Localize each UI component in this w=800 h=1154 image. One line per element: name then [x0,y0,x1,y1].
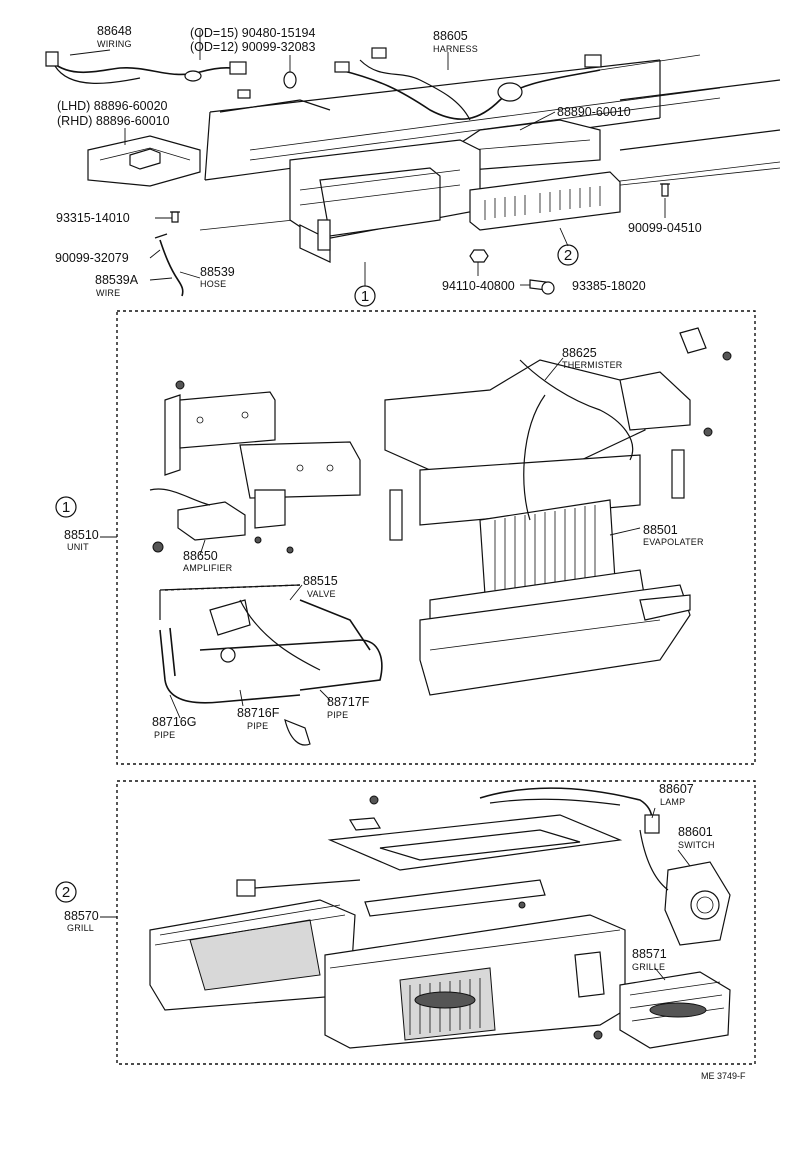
part-name-unit: UNIT [67,542,89,552]
part-number-93315: 93315-14010 [56,211,130,225]
part-number-88890: 88890-60010 [557,105,631,119]
part-name-grille: GRILLE [632,962,665,972]
section-1-labels: 88625 THERMISTER 88510 UNIT 88501 EVAPOL… [55,346,704,740]
callout-1-top: 1 [354,285,376,307]
part-number-88570: 88570 [64,909,99,923]
part-name-pipe-f: PIPE [247,721,268,731]
part-name-grill: GRILL [67,923,94,933]
part-number-93385: 93385-18020 [572,279,646,293]
part-number-90099-32079: 90099-32079 [55,251,129,265]
top-labels: 88648 WIRING (OD=15) 90480-15194 (OD=12)… [55,24,702,307]
nut-94110 [469,249,489,263]
section-2-border [116,780,756,1065]
part-number-88896-rhd: (RHD) 88896-60010 [57,114,170,128]
part-name-evapolater: EVAPOLATER [643,537,704,547]
part-number-88650: 88650 [183,549,218,563]
part-name-amplifier: AMPLIFIER [183,563,233,573]
part-name-valve: VALVE [307,589,336,599]
section-2-grill [100,780,756,1065]
part-name-switch: SWITCH [678,840,715,850]
part-name-lamp: LAMP [660,797,685,807]
part-number-90480: (OD=15) 90480-15194 [190,26,315,40]
svg-text:1: 1 [62,499,70,516]
callout-2-section: 2 [55,881,77,903]
screw-90099-04510 [660,183,670,197]
part-number-94110: 94110-40800 [442,279,515,293]
part-number-88501: 88501 [643,523,678,537]
part-number-88607: 88607 [659,782,694,796]
part-number-88648: 88648 [97,24,132,38]
section-1-unit [100,310,756,765]
part-number-90099-04510: 90099-04510 [628,221,702,235]
drawing-reference: ME 3749-F [701,1071,746,1081]
section-2-labels: 88607 LAMP 88601 SWITCH 88570 GRILL 8857… [55,782,715,972]
part-number-88605: 88605 [433,29,468,43]
part-number-88896-lhd: (LHD) 88896-60020 [57,99,168,113]
part-name-hose: HOSE [200,279,226,289]
part-name-thermister: THERMISTER [562,360,623,370]
part-number-88717f: 88717F [327,695,370,709]
hose-88539 [154,233,184,297]
screw-93315 [170,211,180,223]
svg-text:1: 1 [361,288,369,305]
part-number-88625: 88625 [562,346,597,360]
part-name-wire: WIRE [96,288,120,298]
part-number-88716g: 88716G [152,715,196,729]
top-assembly [45,30,781,297]
part-number-88571: 88571 [632,947,667,961]
part-name-harness: HARNESS [433,44,478,54]
part-number-88716f: 88716F [237,706,280,720]
part-number-90099-32083: (OD=12) 90099-32083 [190,40,315,54]
part-number-88539a: 88539A [95,273,139,287]
part-number-88539: 88539 [200,265,235,279]
part-name-pipe-717f: PIPE [327,710,348,720]
svg-text:2: 2 [564,247,572,264]
section-1-border [116,310,756,765]
part-name-pipe-g: PIPE [154,730,175,740]
svg-text:2: 2 [62,884,70,901]
callout-2-top: 2 [557,244,579,266]
part-number-88510: 88510 [64,528,99,542]
part-number-88515: 88515 [303,574,338,588]
bolt-93385 [529,279,555,295]
part-name-wiring: WIRING [97,39,132,49]
part-number-88601: 88601 [678,825,713,839]
callout-1-section: 1 [55,496,77,518]
